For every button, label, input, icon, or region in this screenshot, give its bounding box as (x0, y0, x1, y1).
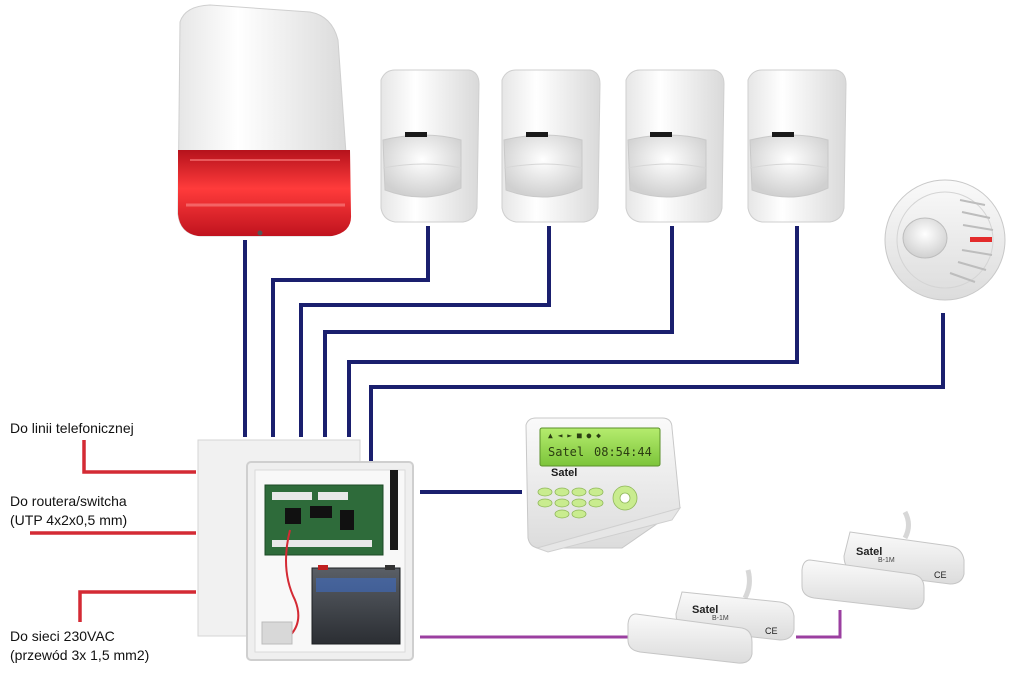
gsm-antenna (390, 470, 398, 550)
keypad-flap (535, 507, 682, 553)
smoke-detector (884, 179, 1006, 301)
wire-contacts-link (796, 610, 842, 639)
bus-wires (243, 226, 945, 494)
keypad-key-7[interactable] (571, 498, 587, 508)
keypad-key-3[interactable] (571, 487, 587, 497)
magnetic-contact-2: Satel B-1M CE (801, 510, 965, 610)
label-power-line2: (przewód 3x 1,5 mm2) (10, 647, 150, 663)
keypad-key-5[interactable] (537, 498, 553, 508)
led-indicator (970, 237, 992, 242)
contact-1-model: B-1M (712, 615, 729, 622)
wire-phone (82, 440, 196, 474)
keypad-logo: Satel (551, 467, 577, 479)
svg-text:▲ ◄ ► ■ ● ◆: ▲ ◄ ► ■ ● ◆ (548, 431, 601, 440)
contact-2-model: B-1M (878, 557, 895, 564)
wire-pir-4 (347, 226, 799, 437)
contact-2-magnet (801, 559, 925, 610)
keypad-brand-display: Satel (548, 445, 584, 459)
control-panel-cabinet (197, 439, 414, 661)
contact-2-brand: Satel (856, 546, 882, 558)
wire-pir-3 (323, 226, 674, 437)
pir-detector-4 (747, 69, 847, 223)
contact-2-ce: CE (934, 570, 947, 580)
keypad-key-1[interactable] (537, 487, 553, 497)
contact-1-ce: CE (765, 626, 778, 636)
lcd-keypad: ▲ ◄ ► ■ ● ◆ Satel 08:54:44 Satel (525, 417, 682, 553)
keypad-key-2[interactable] (554, 487, 570, 497)
pir-detector-3 (625, 69, 725, 223)
label-router-line2: (UTP 4x2x0,5 mm) (10, 512, 128, 528)
label-phone-line: Do linii telefonicznej (10, 420, 134, 436)
wire-pir-2 (299, 226, 551, 437)
lcd-display (539, 427, 661, 467)
keypad-key-6[interactable] (554, 498, 570, 508)
keypad-key-4[interactable] (588, 487, 604, 497)
magnetic-contact-1: Satel B-1M CE (627, 569, 795, 664)
outdoor-siren (177, 4, 352, 237)
external-wires (30, 440, 196, 622)
keypad-clock: 08:54:44 (594, 445, 652, 459)
pir-detector-2 (501, 69, 601, 223)
keypad-key-0[interactable] (571, 509, 587, 519)
label-router-line1: Do routera/switcha (10, 493, 127, 509)
keypad-key-8[interactable] (588, 498, 604, 508)
keypad-key-9[interactable] (554, 509, 570, 519)
contact-1-magnet (627, 613, 753, 664)
backup-battery (311, 565, 401, 645)
wire-pir-1 (271, 226, 430, 437)
contact-1-brand: Satel (692, 604, 718, 616)
wire-smoke (369, 313, 945, 462)
label-power-line1: Do sieci 230VAC (10, 628, 115, 644)
keypad-nav-center[interactable] (619, 492, 631, 504)
wire-power (78, 590, 196, 622)
pir-detector-1 (380, 69, 480, 223)
